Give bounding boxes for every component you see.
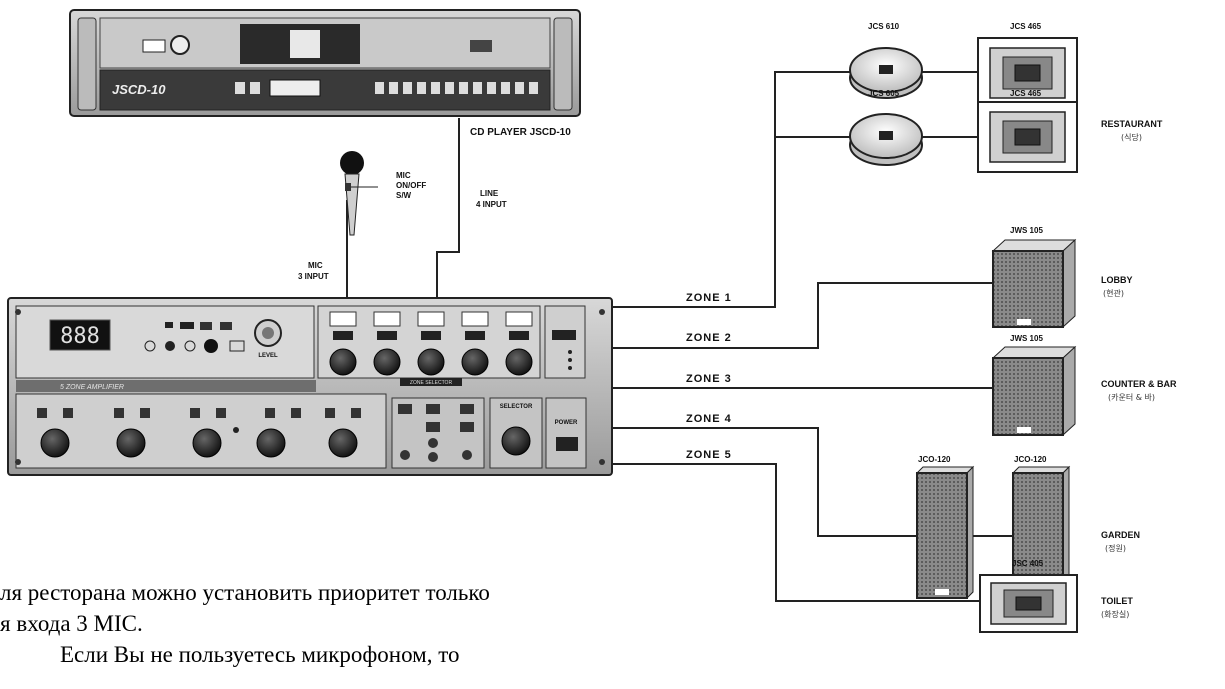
cd-player-brand: JSCD-10 bbox=[112, 82, 166, 97]
instruction-text: ля ресторана можно установить приоритет … bbox=[0, 577, 700, 670]
mic-input-label-line2: 3 INPUT bbox=[298, 272, 329, 281]
instruction-line-1: ля ресторана можно установить приоритет … bbox=[0, 580, 490, 605]
zone4-wire bbox=[612, 427, 917, 537]
area-counter-ko: (카운터 & 바) bbox=[1108, 392, 1155, 402]
zone-4-label: ZONE 4 bbox=[686, 413, 732, 425]
horn-speaker-jcs465-1 bbox=[977, 37, 1078, 109]
microphone bbox=[340, 151, 378, 236]
jcs465-label-1: JCS 465 bbox=[1010, 22, 1042, 31]
instruction-line-3: Если Вы не пользуетесь микрофоном, то bbox=[60, 642, 460, 667]
jcs465-label-2: JCS 465 bbox=[1010, 89, 1042, 98]
column-speaker-jco120-1 bbox=[915, 465, 975, 600]
line-input-label-line1: LINE bbox=[480, 189, 499, 198]
jsc405-label: JSC 405 bbox=[1012, 559, 1044, 568]
wiring bbox=[346, 71, 1013, 602]
ceiling-speaker-jcs610 bbox=[849, 47, 923, 99]
mic-input-label-line1: MIC bbox=[308, 261, 323, 270]
line-cable bbox=[436, 118, 460, 298]
area-restaurant-ko: (식당) bbox=[1121, 132, 1142, 142]
amp-model-text: 5 ZONE AMPLIFIER bbox=[60, 384, 124, 391]
area-lobby-label: LOBBY bbox=[1101, 275, 1133, 285]
jco120-label-1: JCO-120 bbox=[918, 455, 951, 464]
zone-5-label: ZONE 5 bbox=[686, 449, 732, 461]
jws105-label-1: JWS 105 bbox=[1010, 226, 1043, 235]
mic-switch-label: MIC ON/OFF S/W bbox=[396, 171, 426, 200]
jws105-label-2: JWS 105 bbox=[1010, 334, 1043, 343]
ceiling-speaker-jcs605 bbox=[849, 113, 923, 166]
mic-switch-label-line3: S/W bbox=[396, 191, 412, 200]
zone-3-label: ZONE 3 bbox=[686, 373, 732, 385]
horn-speaker-jsc405 bbox=[979, 574, 1078, 633]
amp-power-label: POWER bbox=[555, 420, 578, 426]
amp-selector-label: SELECTOR bbox=[500, 404, 533, 410]
zone1-wire bbox=[612, 71, 850, 308]
mic-switch-label-line2: ON/OFF bbox=[396, 181, 426, 190]
box-speaker-jws105-1 bbox=[991, 238, 1077, 329]
area-counter-label: COUNTER & BAR bbox=[1101, 379, 1177, 389]
area-toilet-ko: (화장실) bbox=[1101, 609, 1129, 619]
zone-amplifier: 888 LEVEL ZONE SELECTOR bbox=[7, 297, 613, 476]
amp-zone-bar-text: ZONE SELECTOR bbox=[410, 380, 453, 386]
zone-2-label: ZONE 2 bbox=[686, 332, 732, 344]
area-toilet-label: TOILET bbox=[1101, 596, 1133, 606]
jco120-label-2: JCO-120 bbox=[1014, 455, 1047, 464]
jcs610-label: JCS 610 bbox=[868, 22, 900, 31]
cd-player: JSCD-10 bbox=[69, 9, 581, 117]
instruction-line-2: я входа 3 MIC. bbox=[0, 611, 143, 636]
mic-switch-label-line1: MIC bbox=[396, 171, 411, 180]
area-garden-ko: (정원) bbox=[1105, 543, 1126, 553]
line-input-label-line2: 4 INPUT bbox=[476, 200, 507, 209]
area-lobby-ko: (현관) bbox=[1103, 288, 1124, 298]
horn-speaker-jcs465-2 bbox=[977, 101, 1078, 173]
zone2-wire bbox=[612, 282, 993, 349]
jcs605-label: JCS 605 bbox=[868, 89, 900, 98]
area-restaurant-label: RESTAURANT bbox=[1101, 119, 1163, 129]
amp-display: 888 bbox=[60, 324, 100, 349]
zone-1-label: ZONE 1 bbox=[686, 292, 732, 304]
area-garden-label: GARDEN bbox=[1101, 530, 1140, 540]
zone5-wire bbox=[612, 463, 980, 602]
amp-level-label: LEVEL bbox=[258, 353, 278, 359]
box-speaker-jws105-2 bbox=[991, 345, 1077, 437]
cd-player-caption: CD PLAYER JSCD-10 bbox=[470, 127, 571, 138]
